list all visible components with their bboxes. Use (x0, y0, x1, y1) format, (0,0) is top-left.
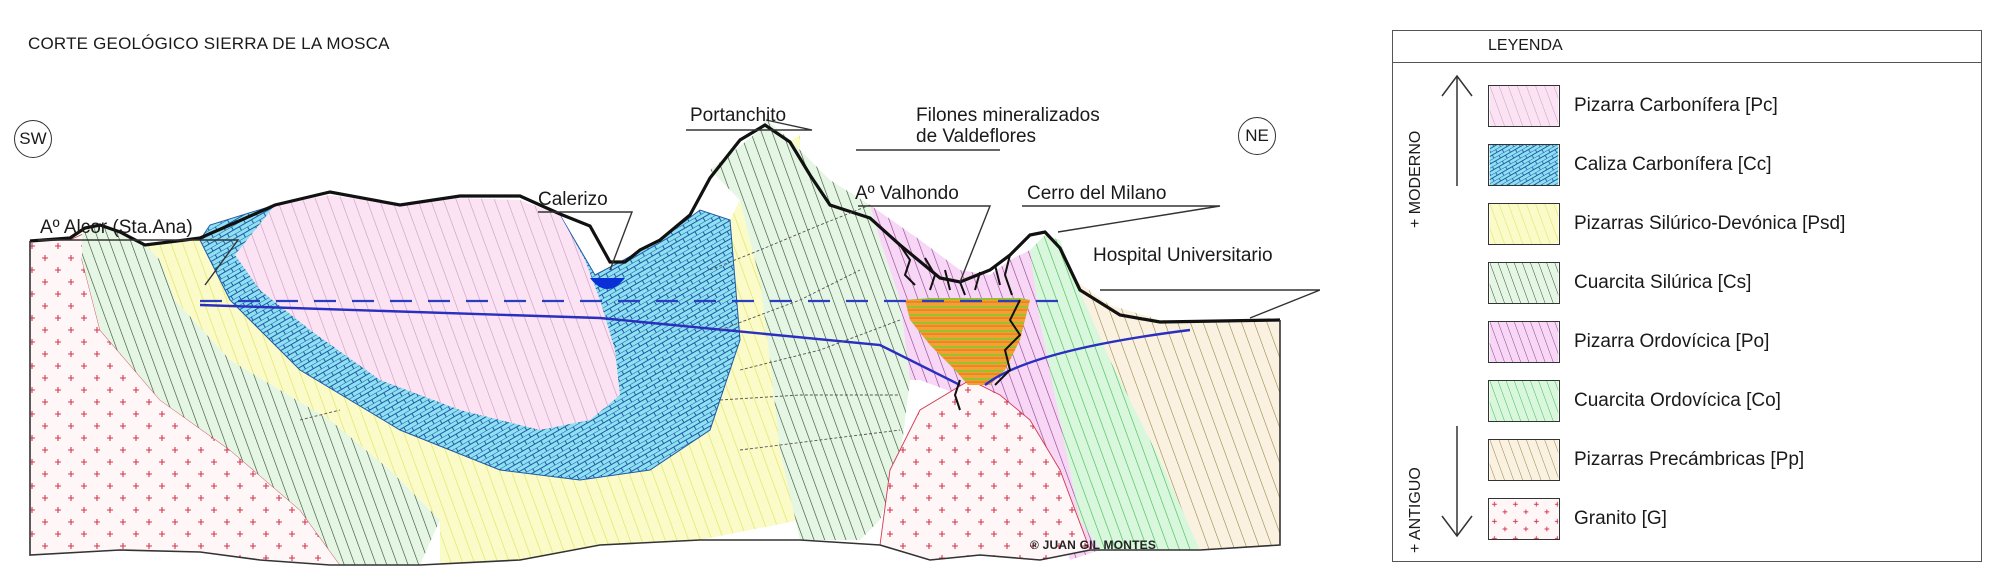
arrow-up-icon (1441, 74, 1473, 186)
compass-sw: SW (14, 120, 52, 158)
compass-ne-label: NE (1245, 126, 1269, 145)
legend-item-cs: Cuarcita Silúrica [Cs] (1488, 253, 1845, 312)
label-alcor: Aº Alcor (Sta.Ana) (40, 217, 193, 238)
swatch-cs (1488, 261, 1560, 304)
legend-label-co: Cuarcita Ordovícica [Co] (1574, 389, 1781, 411)
legend-item-pp: Pizarras Precámbricas [Pp] (1488, 430, 1845, 489)
swatch-cc (1488, 143, 1560, 186)
swatch-psd (1488, 202, 1560, 245)
topographic-profile (29, 123, 1281, 324)
aquifer-line-left (199, 303, 961, 387)
legend-item-po: Pizarra Ordovícica [Po] (1488, 312, 1845, 371)
legend-item-co: Cuarcita Ordovícica [Co] (1488, 371, 1845, 430)
swatch-co (1488, 379, 1560, 422)
legend-label-pp: Pizarras Precámbricas [Pp] (1574, 448, 1805, 470)
arrow-down-icon (1441, 426, 1473, 538)
compass-ne: NE (1238, 117, 1276, 155)
leader-lines (38, 119, 1320, 319)
legend: LEYENDA + MODERNO + ANTIGUO Pizarra Carb… (1392, 30, 1982, 562)
section-frame (29, 241, 1281, 566)
swatch-pp (1488, 438, 1560, 481)
axis-label-moderno: + MODERNO (1407, 130, 1424, 228)
fault-lines (299, 204, 901, 451)
legend-item-psd: Pizarras Silúrico-Devónica [Psd] (1488, 194, 1845, 253)
legend-label-cc: Caliza Carbonífera [Cc] (1574, 153, 1772, 175)
legend-label-g: Granito [G] (1574, 507, 1667, 529)
label-hospital: Hospital Universitario (1093, 245, 1273, 266)
swatch-g (1488, 497, 1560, 540)
calerizo-depression (590, 278, 625, 289)
label-filones-line2: de Valdeflores (916, 126, 1037, 147)
figure-title: CORTE GEOLÓGICO SIERRA DE LA MOSCA (28, 34, 390, 53)
aquifer-line-right (984, 328, 1191, 386)
vein-network (899, 244, 1022, 411)
label-milano: Cerro del Milano (1027, 183, 1167, 204)
label-filones-line1: Filones mineralizados (916, 105, 1100, 126)
legend-label-po: Pizarra Ordovícica [Po] (1574, 330, 1770, 352)
legend-label-cs: Cuarcita Silúrica [Cs] (1574, 271, 1752, 293)
copyright: ® JUAN GIL MONTES (1030, 538, 1157, 552)
legend-header: LEYENDA (1393, 31, 1981, 63)
legend-item-cc: Caliza Carbonífera [Cc] (1488, 135, 1845, 194)
label-calerizo: Calerizo (538, 189, 608, 210)
legend-item-pc: Pizarra Carbonífera [Pc] (1488, 76, 1845, 135)
unit-filones-mineralizados (905, 298, 1030, 385)
unit-co (1030, 235, 1200, 550)
compass-sw-label: SW (19, 129, 47, 148)
label-valhondo: Aº Valhondo (855, 183, 959, 204)
label-portanchito: Portanchito (690, 105, 787, 126)
swatch-po (1488, 320, 1560, 363)
unit-pp (1075, 280, 1280, 550)
legend-items: Pizarra Carbonífera [Pc] Caliza Carboníf… (1488, 76, 1845, 548)
unit-cs-left (82, 225, 440, 565)
axis-label-antiguo: + ANTIGUO (1407, 467, 1424, 553)
unit-cs-center (710, 118, 910, 540)
legend-label-psd: Pizarras Silúrico-Devónica [Psd] (1574, 212, 1846, 234)
legend-item-g: Granito [G] (1488, 489, 1845, 548)
swatch-pc (1488, 84, 1560, 127)
geological-cross-section (29, 118, 1320, 566)
unit-psd-left (145, 135, 800, 565)
legend-label-pc: Pizarra Carbonífera [Pc] (1574, 94, 1778, 116)
legend-title: LEYENDA (1488, 37, 1563, 54)
